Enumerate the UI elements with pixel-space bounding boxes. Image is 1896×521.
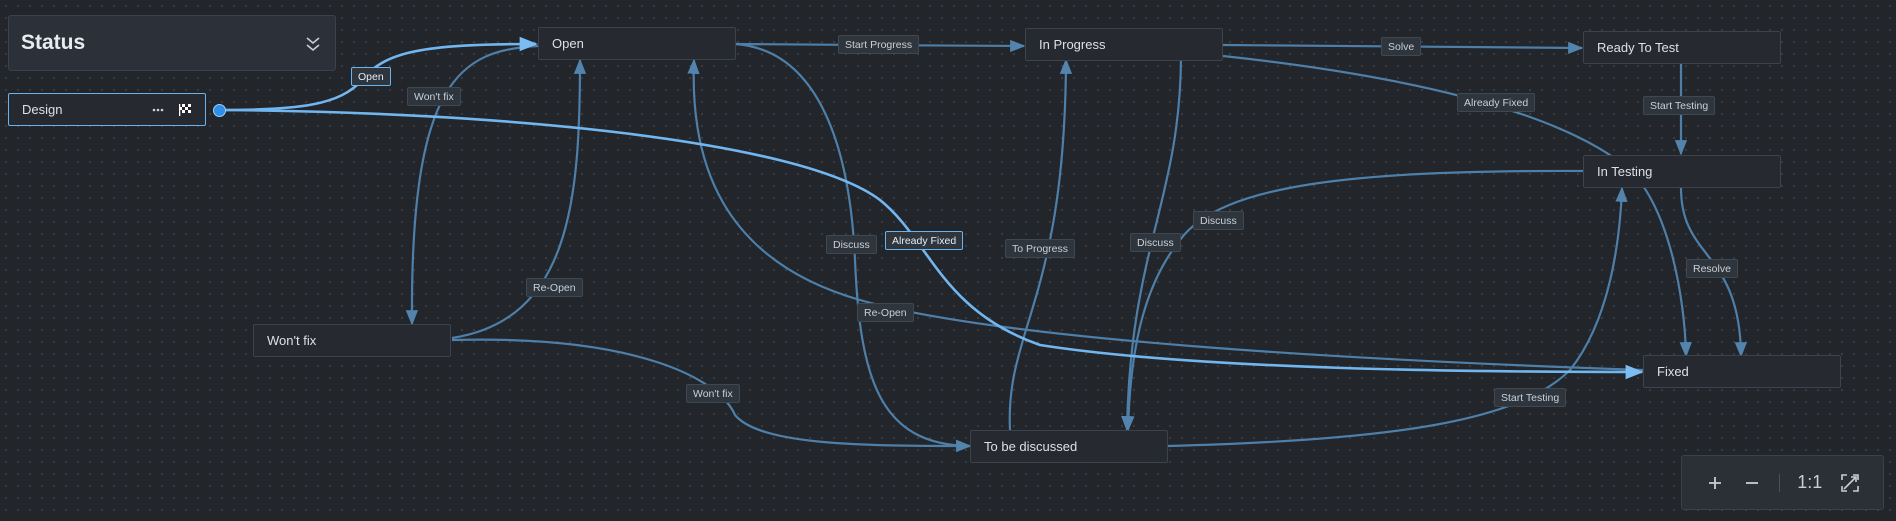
transition-label-re-open-left[interactable]: Re-Open xyxy=(526,278,583,297)
edge-wont-fix-bottom xyxy=(451,338,972,453)
transition-label-to-progress[interactable]: To Progress xyxy=(1005,239,1076,258)
zoom-out-button[interactable] xyxy=(1734,464,1772,502)
node-to-be-discussed[interactable]: To be discussed xyxy=(970,430,1168,463)
zoom-divider xyxy=(1779,473,1781,492)
more-options-icon[interactable] xyxy=(152,108,164,112)
transition-label-discuss-left[interactable]: Discuss xyxy=(826,235,877,254)
edge-discuss-mid xyxy=(1121,57,1183,432)
transition-label-open[interactable]: Open xyxy=(351,67,391,86)
node-design-label: Design xyxy=(22,102,63,117)
transition-label-solve[interactable]: Solve xyxy=(1381,37,1422,56)
node-open[interactable]: Open xyxy=(538,27,736,60)
zoom-controls: 1:1 xyxy=(1681,455,1884,510)
transition-label-resolve[interactable]: Resolve xyxy=(1686,259,1738,278)
fit-screen-icon xyxy=(1841,473,1860,492)
zoom-reset-button[interactable]: 1:1 xyxy=(1797,472,1823,492)
node-fixed[interactable]: Fixed xyxy=(1643,355,1841,388)
node-wont-fix[interactable]: Won't fix xyxy=(253,324,451,357)
node-in-testing-label: In Testing xyxy=(1597,164,1653,179)
transition-label-discuss-right[interactable]: Discuss xyxy=(1193,211,1244,230)
transition-label-wont-fix-bottom[interactable]: Won't fix xyxy=(686,384,740,403)
edge-discuss-left xyxy=(734,42,972,452)
transition-label-start-testing-top[interactable]: Start Testing xyxy=(1643,96,1716,115)
status-panel-title: Status xyxy=(21,31,86,54)
transition-label-wont-fix-top[interactable]: Won't fix xyxy=(407,87,461,106)
edge-already-fixed-top xyxy=(1222,54,1692,358)
node-to-be-discussed-label: To be discussed xyxy=(984,439,1078,454)
edge-start-testing-bottom xyxy=(1167,186,1628,448)
status-panel: Status xyxy=(8,15,336,71)
node-in-progress[interactable]: In Progress xyxy=(1025,28,1223,61)
edge-re-open-mid xyxy=(687,58,1644,372)
node-in-progress-label: In Progress xyxy=(1039,37,1106,52)
edge-already-fixed-mid-selected xyxy=(219,108,1644,380)
minus-icon xyxy=(1746,481,1759,484)
collapse-chevron-icon[interactable] xyxy=(303,32,323,54)
transition-label-already-fixed-mid[interactable]: Already Fixed xyxy=(885,231,964,250)
node-ready-to-test-label: Ready To Test xyxy=(1597,40,1679,55)
transition-label-start-testing-bottom[interactable]: Start Testing xyxy=(1494,388,1567,407)
transition-label-start-progress[interactable]: Start Progress xyxy=(838,35,920,54)
zoom-in-button[interactable] xyxy=(1696,464,1734,502)
node-design[interactable]: Design xyxy=(8,93,206,126)
node-wont-fix-label: Won't fix xyxy=(267,333,317,348)
node-in-testing[interactable]: In Testing xyxy=(1583,155,1781,188)
fit-to-screen-button[interactable] xyxy=(1831,464,1869,502)
node-fixed-label: Fixed xyxy=(1657,364,1689,379)
plus-icon xyxy=(1708,476,1721,489)
transition-label-discuss-mid[interactable]: Discuss xyxy=(1130,233,1181,252)
edge-to-progress xyxy=(1008,58,1073,431)
transition-label-re-open-mid[interactable]: Re-Open xyxy=(857,303,914,322)
edge-re-open-left xyxy=(451,58,587,340)
node-open-label: Open xyxy=(552,36,584,51)
transition-label-already-fixed-top[interactable]: Already Fixed xyxy=(1457,93,1536,112)
checkered-flag-icon[interactable] xyxy=(178,103,192,117)
node-ready-to-test[interactable]: Ready To Test xyxy=(1583,31,1781,64)
connection-handle[interactable] xyxy=(213,104,226,117)
